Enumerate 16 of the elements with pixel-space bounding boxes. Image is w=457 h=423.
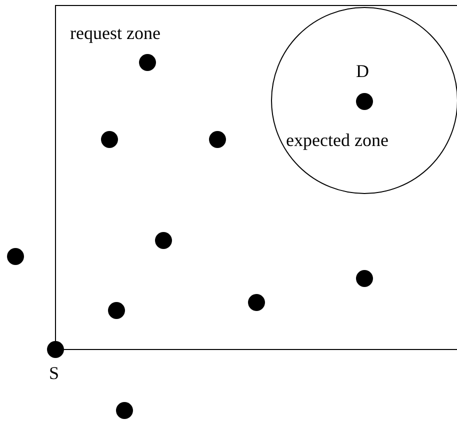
point-dot: [108, 302, 124, 318]
point-dot: [138, 54, 156, 70]
point-dot: [6, 248, 24, 264]
zone-label: expected zone: [286, 130, 388, 151]
zone-circle: [271, 7, 457, 194]
point-dot: [356, 270, 372, 286]
zone-label: request zone: [70, 23, 160, 44]
point-dot: [100, 130, 118, 148]
point-dot: [248, 294, 264, 310]
point-dot: [356, 92, 372, 110]
point-dot: [46, 340, 64, 358]
point-dot: [208, 130, 226, 148]
point-dot: [154, 232, 172, 248]
point-dot: [116, 402, 132, 418]
point-label: S: [49, 363, 60, 384]
point-label: D: [356, 61, 369, 82]
